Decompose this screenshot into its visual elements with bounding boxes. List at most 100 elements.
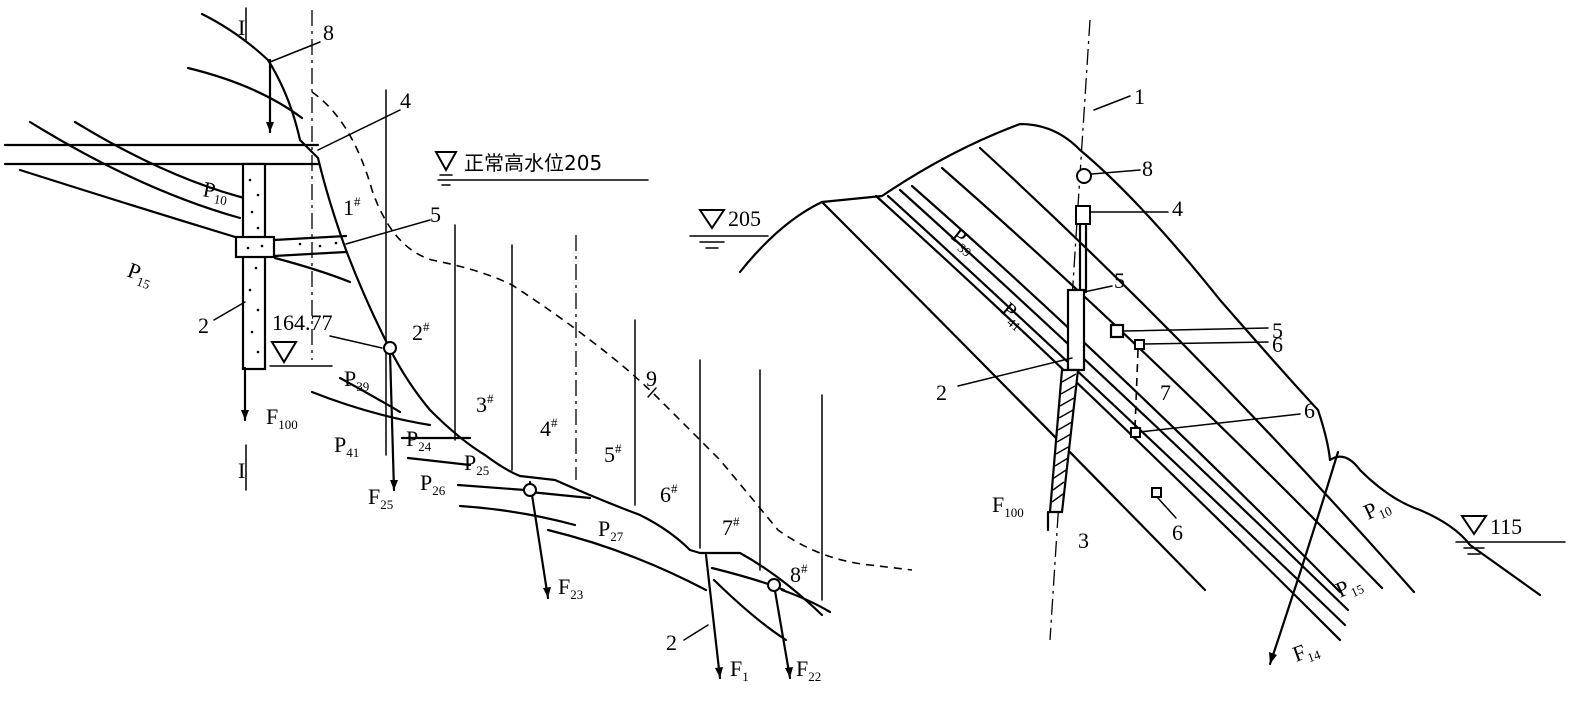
callout-6: 6 [1272, 332, 1283, 357]
right-layer-line [940, 166, 1384, 590]
layer-line [338, 376, 402, 414]
fault-line [1268, 450, 1340, 666]
fault-line [528, 480, 550, 600]
callout-leader [329, 335, 383, 349]
callout-8: 8 [323, 20, 334, 45]
fault-label: F25 [368, 484, 393, 512]
callout-leader [1143, 341, 1269, 345]
fault-label: F23 [558, 574, 583, 602]
callout-2-bottom: 2 [666, 630, 677, 655]
fault-line [388, 350, 396, 492]
callout-4: 4 [1172, 196, 1183, 221]
callout-2: 2 [936, 380, 947, 405]
block-label-3: 3# [476, 391, 494, 417]
borehole-head [1075, 205, 1091, 225]
layer-label: P25 [464, 450, 489, 478]
fault-line [704, 553, 722, 680]
callout-5: 5 [430, 202, 441, 227]
callout-leader [683, 624, 709, 641]
layer-line [456, 483, 527, 492]
block-label-1: 1# [343, 194, 361, 220]
layer-line [28, 120, 242, 220]
callout-leader [1139, 413, 1301, 433]
callout-5: 5 [1114, 268, 1125, 293]
fault-label: F22 [796, 656, 821, 684]
layer-line [458, 504, 577, 527]
right-layer-line [898, 188, 1350, 612]
section-mark-bottom: I [238, 458, 245, 483]
fault-line [772, 583, 792, 680]
fault-label: F100 [992, 492, 1024, 520]
elevation-triangle [270, 341, 298, 364]
callout-leader [1093, 95, 1131, 111]
layer-line [73, 120, 254, 202]
left-ground-surface [200, 12, 824, 617]
water-level-205: 205 [728, 206, 761, 231]
block-label-5: 5# [604, 441, 622, 467]
callout-2: 2 [198, 313, 209, 338]
right-ground-surface [738, 122, 1542, 597]
fault-arrow [1269, 652, 1277, 664]
shaft-fill-dots [246, 178, 338, 354]
water-level-115: 115 [1490, 514, 1522, 539]
callout-leader [1091, 169, 1141, 175]
layer-line [406, 456, 472, 467]
layer-line [186, 66, 304, 120]
callout-leader [647, 387, 657, 398]
observation-link [1134, 349, 1139, 429]
elevation-label: 164.77 [272, 310, 333, 335]
layer-label: P24 [406, 426, 432, 454]
monitoring-point-marker [383, 341, 397, 355]
water-level-line [1455, 541, 1566, 555]
monitoring-point-marker [523, 483, 537, 497]
callout-leader [213, 301, 246, 321]
layer-label: P41 [334, 432, 359, 460]
block-label-7: 7# [722, 514, 740, 540]
left-section: I I 8 4 5 2 正常高水位205 164.77 1# 2# 3# 4# … [3, 7, 913, 684]
layer-label: P10 [201, 176, 231, 208]
block-label-2: 2# [412, 319, 430, 345]
upper-adit [3, 143, 320, 166]
layer-label: P27 [598, 516, 624, 544]
layer-line [546, 528, 708, 592]
water-level-tick [439, 174, 453, 186]
fault-arrow [390, 480, 398, 490]
callout-4: 4 [400, 88, 411, 113]
fault-label: F1 [730, 656, 749, 684]
callout-7: 7 [1160, 380, 1171, 405]
callout-leader [269, 41, 321, 63]
layer-label: P26 [420, 470, 446, 498]
callout-leader [345, 219, 431, 245]
right-layer-line [910, 184, 1342, 594]
water-level-triangle [698, 209, 726, 230]
layer-line [712, 578, 788, 642]
water-level-triangle [1460, 515, 1488, 536]
right-layer-line [886, 194, 1347, 627]
block-label-4: 4# [540, 415, 558, 441]
borehole [1078, 210, 1088, 294]
callout-6b: 6 [1304, 398, 1315, 423]
callout-leader [317, 109, 401, 151]
right-layer-line [874, 194, 1342, 642]
exploration-shaft [241, 162, 267, 371]
callout-leader [1122, 327, 1269, 332]
section-mark-top: I [238, 15, 245, 40]
callout-leader [1083, 285, 1113, 293]
observation-point-marker [1130, 427, 1141, 438]
fault-label: F14 [1289, 634, 1323, 669]
fault-arrow [785, 667, 793, 678]
fault-label: F100 [266, 404, 298, 432]
fault-arrow [241, 410, 249, 420]
layer-label: P39 [344, 366, 369, 394]
fault-arrow [543, 587, 551, 598]
block-label-8: 8# [790, 561, 808, 587]
observation-point-marker [1134, 339, 1145, 350]
layer-label: P41 [995, 297, 1032, 335]
right-layer-line [978, 146, 1416, 594]
layer-line [273, 256, 352, 284]
layer-label: P15 [123, 257, 156, 292]
callout-5b: 5 [1272, 318, 1283, 343]
layer-line [528, 490, 592, 500]
block-label-6: 6# [660, 481, 678, 507]
